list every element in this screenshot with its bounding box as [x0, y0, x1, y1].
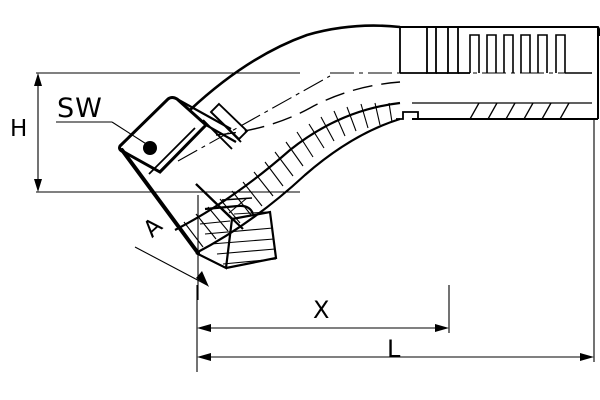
collar-rings: [399, 26, 470, 74]
hex-nut-facets: [148, 124, 207, 175]
dimension-lines: [36, 72, 595, 372]
sect-tooth-4: [523, 102, 534, 120]
collar-ring-1: [426, 26, 437, 74]
hex-facet-line-2: [158, 124, 207, 173]
sect-tooth-2: [487, 102, 498, 120]
elbow-section-hatching: [183, 102, 393, 248]
seat-cone-section: [195, 183, 278, 270]
h-arrow-top: [34, 73, 42, 86]
dimension-label-X: X: [313, 296, 330, 324]
l-arrow-left: [197, 353, 211, 361]
dimension-arrowheads: [34, 73, 594, 361]
barb-serrations-section: [412, 102, 592, 120]
dimension-label-SW: SW: [57, 93, 103, 124]
serration-tooth-5: [537, 34, 548, 73]
hex-facet-line-1: [148, 127, 196, 175]
elbow-top-curve: [189, 24, 401, 111]
x-arrow-right: [435, 324, 449, 332]
l-arrow-right: [580, 353, 594, 361]
elbow-section-inner-edge: [195, 117, 401, 254]
barb-serrations-upper: [469, 34, 592, 74]
seat-outer-profile: [195, 183, 234, 270]
a-dimension-line: [134, 246, 208, 286]
sect-tooth-1: [469, 102, 480, 120]
serration-tooth-4: [520, 34, 531, 73]
a-arrow-head: [196, 271, 209, 287]
serration-tooth-6: [555, 34, 566, 73]
centerline-group: [177, 72, 594, 162]
neck-rib-line-a: [202, 119, 233, 150]
bore-stub-top: [221, 197, 253, 201]
elbow-outer-wall: [189, 24, 401, 111]
centerline-diagonal: [177, 75, 331, 162]
collar-step-profile: [396, 111, 430, 120]
neck-collar-ribs: [202, 102, 249, 150]
neck-rib-line-b: [210, 111, 242, 143]
dimension-label-L: L: [387, 335, 401, 363]
h-arrow-bottom: [34, 179, 42, 192]
sect-tooth-6: [559, 102, 570, 120]
seat-flange-profile: [225, 210, 278, 270]
nut-heavy-edge: [120, 148, 200, 255]
seat-hatching: [199, 211, 277, 265]
seat-inner-curve: [204, 204, 255, 215]
sect-tooth-5: [541, 102, 552, 120]
collar-section-step: [396, 111, 430, 120]
seat-bore-lines: [221, 197, 253, 201]
serration-tooth-1: [469, 34, 480, 73]
dimension-label-H: H: [10, 116, 28, 142]
sw-leader-dot: [143, 141, 157, 155]
collar-ring-2: [447, 26, 459, 74]
serration-tooth-2: [486, 34, 497, 73]
x-arrow-left: [197, 324, 211, 332]
serration-tooth-3: [503, 34, 514, 73]
nut-heavy-shadow-line: [120, 148, 200, 255]
sect-tooth-3: [505, 102, 516, 120]
